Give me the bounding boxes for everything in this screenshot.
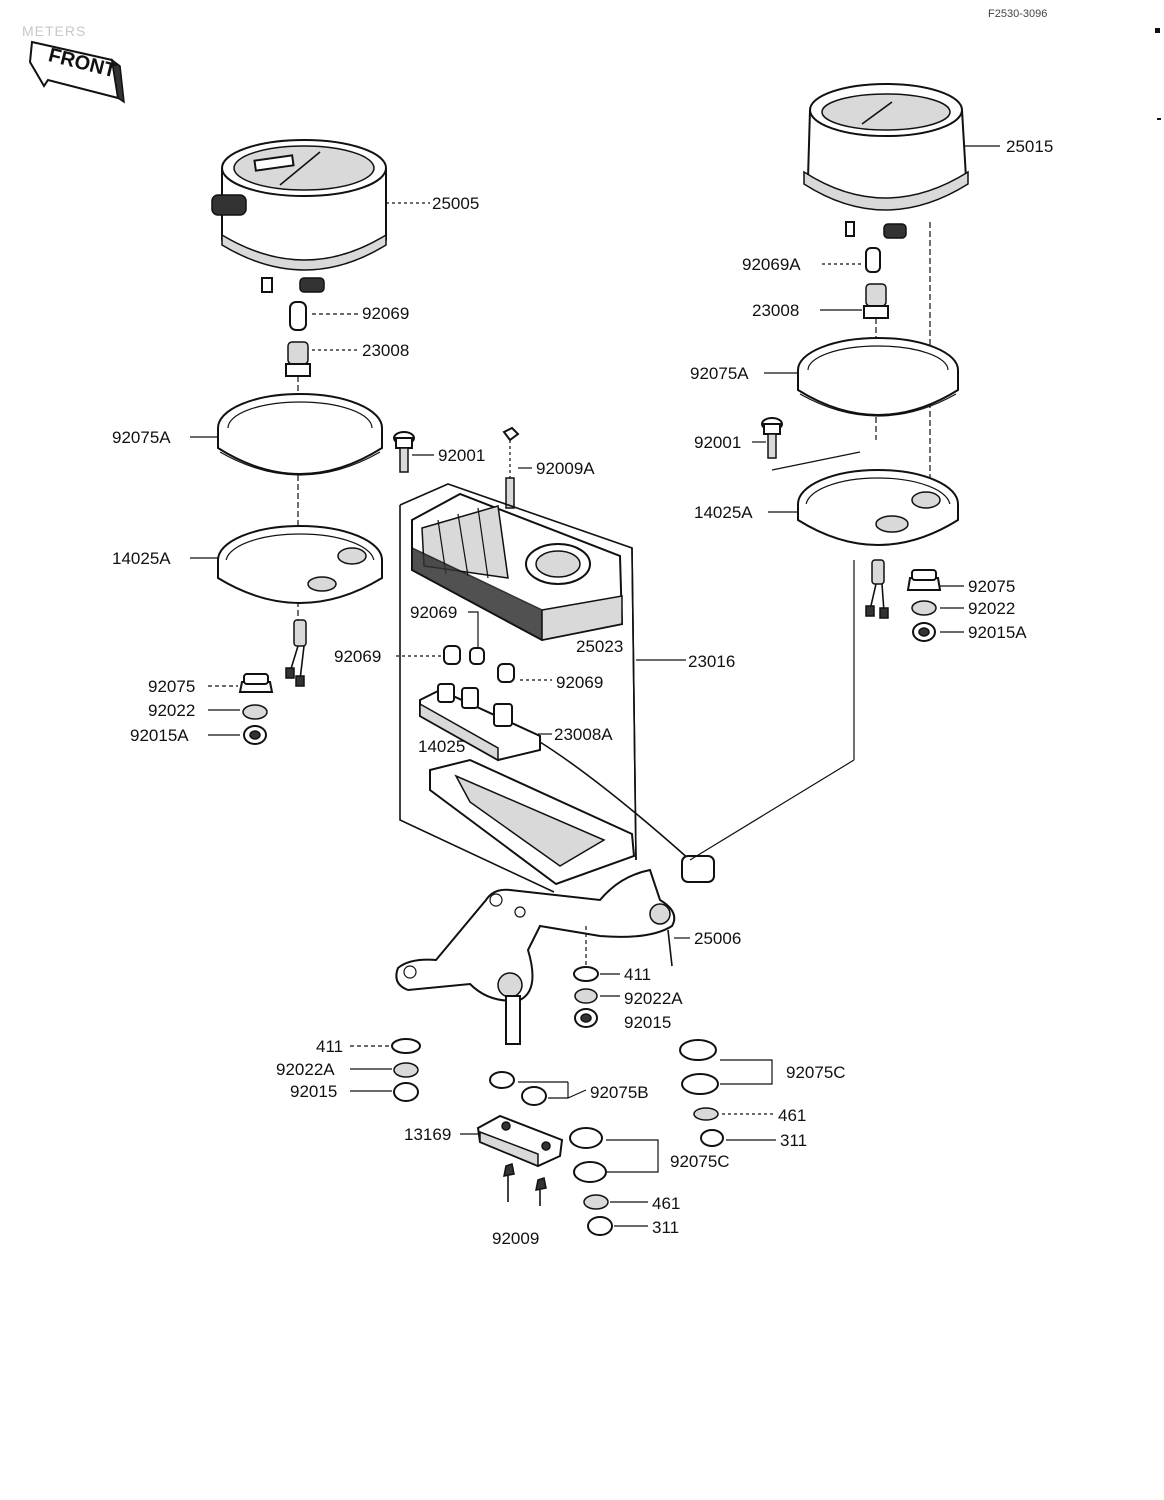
label-92069: 92069 — [556, 673, 603, 692]
label-23008: 23008 — [362, 341, 409, 360]
label-92075C: 92075C — [786, 1063, 846, 1082]
edge-mark — [1155, 28, 1160, 33]
indicator-case-25023 — [411, 492, 624, 642]
label-92075C: 92075C — [670, 1152, 730, 1171]
front-arrow-icon: FRONT — [28, 40, 125, 104]
label-25023: 25023 — [576, 637, 623, 656]
bolt-92001-right — [761, 417, 783, 459]
label-13169: 13169 — [404, 1125, 451, 1144]
label-92075A: 92075A — [112, 428, 171, 447]
label-461: 461 — [778, 1106, 806, 1125]
section-title: METERS — [22, 23, 86, 39]
tachometer-25015 — [803, 83, 969, 239]
label-14025A: 14025A — [694, 503, 753, 522]
speedometer-25005 — [211, 139, 387, 293]
label-92015: 92015 — [290, 1082, 337, 1101]
meter-cover-92075A — [217, 393, 383, 476]
label-92015A: 92015A — [130, 726, 189, 745]
fitting-23008 — [285, 341, 311, 377]
label-461: 461 — [652, 1194, 680, 1213]
lower-left-washers — [391, 1038, 421, 1102]
label-92001: 92001 — [694, 433, 741, 452]
label-14025A: 14025A — [112, 549, 171, 568]
bracket-plate-13169 — [476, 1114, 564, 1168]
label-25015: 25015 — [1006, 137, 1053, 156]
label-92075B: 92075B — [590, 1083, 649, 1102]
label-92015A: 92015A — [968, 623, 1027, 642]
label-92069A: 92069A — [742, 255, 801, 274]
fitting-23008-right — [863, 283, 889, 319]
label-92022: 92022 — [148, 701, 195, 720]
indicator-bracket-base — [429, 758, 715, 886]
mounting-plate-25006 — [395, 868, 676, 1045]
bulb-socket-wires — [285, 619, 307, 687]
socket-block-23008A — [419, 683, 691, 861]
label-92069: 92069 — [362, 304, 409, 323]
label-14025: 14025 — [418, 737, 465, 756]
label-25005: 25005 — [432, 194, 479, 213]
right-fasteners — [906, 569, 942, 642]
label-23016: 23016 — [688, 652, 735, 671]
bulb-socket-wires-right — [865, 559, 889, 619]
center-washers — [573, 966, 599, 1028]
label-411: 411 — [624, 965, 651, 984]
bulbs-92069 — [443, 645, 515, 683]
reference-code: F2530-3096 — [988, 8, 1047, 20]
meter-bracket-14025A-right — [797, 469, 959, 546]
label-92069: 92069 — [334, 647, 381, 666]
label-92009A: 92009A — [536, 459, 595, 478]
bolt-92001 — [393, 431, 415, 473]
label-92015: 92015 — [624, 1013, 671, 1032]
label-92075: 92075 — [968, 577, 1015, 596]
grommets-92075C-upper — [679, 1039, 724, 1147]
label-311: 311 — [780, 1131, 807, 1150]
grommets-92075C-lower — [569, 1127, 613, 1236]
label-92022A: 92022A — [624, 989, 683, 1008]
screws-92009 — [503, 1163, 547, 1206]
edge-mark — [1157, 118, 1161, 120]
label-23008: 23008 — [752, 301, 799, 320]
label-92022A: 92022A — [276, 1060, 335, 1079]
cable-end-92069A — [865, 247, 881, 273]
left-fasteners — [238, 673, 274, 745]
indicator-assembly-frame — [399, 483, 686, 893]
label-92075A: 92075A — [690, 364, 749, 383]
label-92009: 92009 — [492, 1229, 539, 1248]
label-411: 411 — [316, 1037, 343, 1056]
label-92075: 92075 — [148, 677, 195, 696]
meter-bracket-14025A — [217, 525, 383, 604]
grommets-92075B — [489, 1071, 547, 1106]
label-311: 311 — [652, 1218, 679, 1237]
label-25006: 25006 — [694, 929, 741, 948]
label-92001: 92001 — [438, 446, 485, 465]
label-23008A: 23008A — [554, 725, 613, 744]
cable-end-92069 — [289, 301, 307, 331]
meter-cover-92075A-right — [797, 337, 959, 417]
screw-92009A — [502, 426, 520, 509]
label-92022: 92022 — [968, 599, 1015, 618]
label-92069: 92069 — [410, 603, 457, 622]
